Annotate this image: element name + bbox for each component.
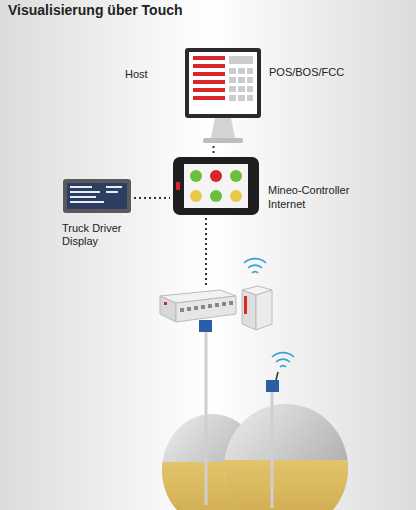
monitor-icon <box>183 46 263 146</box>
device-node: HostPOS/BOS/FCC <box>183 46 263 146</box>
node-label: Mineo-Controller <box>268 184 349 197</box>
wireless-module <box>242 259 272 330</box>
interface-device <box>160 290 236 322</box>
device-node: Truck Driver Display <box>62 178 132 214</box>
device-node: Mineo-ControllerInternet <box>172 156 260 216</box>
dotted-connector <box>213 146 214 155</box>
diagram-title: Visualisierung über Touch <box>8 2 183 18</box>
node-label: Truck Driver Display <box>62 222 134 248</box>
dotted-connector <box>134 198 170 199</box>
tank <box>220 353 360 510</box>
node-label: Host <box>125 68 148 81</box>
bus-line <box>205 218 207 288</box>
node-label: POS/BOS/FCC <box>269 66 344 79</box>
display-icon <box>62 178 132 214</box>
node-label: Internet <box>268 198 305 211</box>
controller-icon <box>172 156 260 216</box>
